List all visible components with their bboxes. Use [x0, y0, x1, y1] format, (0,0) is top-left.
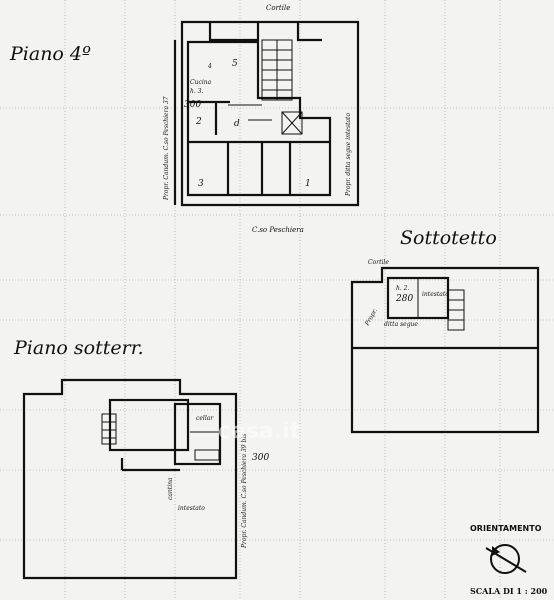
title-sottotetto: Sottotetto	[400, 227, 497, 249]
title-piano-sotterraneo: Piano sotterr.	[13, 337, 144, 359]
piano-sotterraneo-plan	[22, 378, 238, 580]
piano-4-room-5: 5	[232, 59, 238, 69]
piano-4-cortile: Cortile	[266, 4, 290, 12]
scala-label: SCALA DI 1 : 200	[470, 586, 548, 596]
piano-4-plan	[173, 20, 360, 207]
piano-4-right-note: Propr. ditta segue intestato	[345, 113, 352, 197]
sottotetto-propr: Propr.	[363, 307, 379, 327]
title-piano-4: Piano 4º	[9, 43, 91, 65]
sotterr-side-note: Propr. Candum. C.so Peschiera 39 bis	[241, 434, 248, 549]
piano-4-room-d: d	[234, 119, 240, 129]
piano-4-left-note: Propr. Candum. C.so Peschiera 37	[163, 96, 170, 201]
sottotetto-intestato: intestato	[422, 291, 449, 298]
compass-icon	[485, 544, 527, 574]
watermark-casa: casa.it	[218, 419, 301, 444]
sottotetto-plan	[350, 266, 540, 434]
piano-4-cucina: Cucina	[190, 79, 212, 86]
sotterr-cantina: cantina	[167, 477, 174, 500]
piano-4-room-2: 2	[195, 117, 202, 127]
sottotetto-ditta: ditta segue	[384, 321, 418, 328]
sotterr-intestato: intestato	[178, 505, 205, 512]
piano-4-height: 300	[184, 100, 201, 110]
sottotetto-height: 280	[395, 294, 413, 304]
piano-4-street: C.so Peschiera	[252, 226, 304, 234]
sottotetto-h: h. 2.	[396, 285, 409, 292]
piano-4-room-4: 4	[207, 63, 212, 70]
piano-4-cucina-h: h. 3.	[190, 88, 203, 95]
piano-4-room-3: 3	[198, 179, 204, 189]
piano-4-room-1: 1	[305, 179, 311, 189]
sottotetto-cortile: Cortile	[368, 259, 389, 266]
sotterr-cellar: cellar	[196, 415, 214, 422]
orientamento-label: ORIENTAMENTO	[470, 524, 542, 533]
sotterr-height: 300	[252, 453, 269, 463]
